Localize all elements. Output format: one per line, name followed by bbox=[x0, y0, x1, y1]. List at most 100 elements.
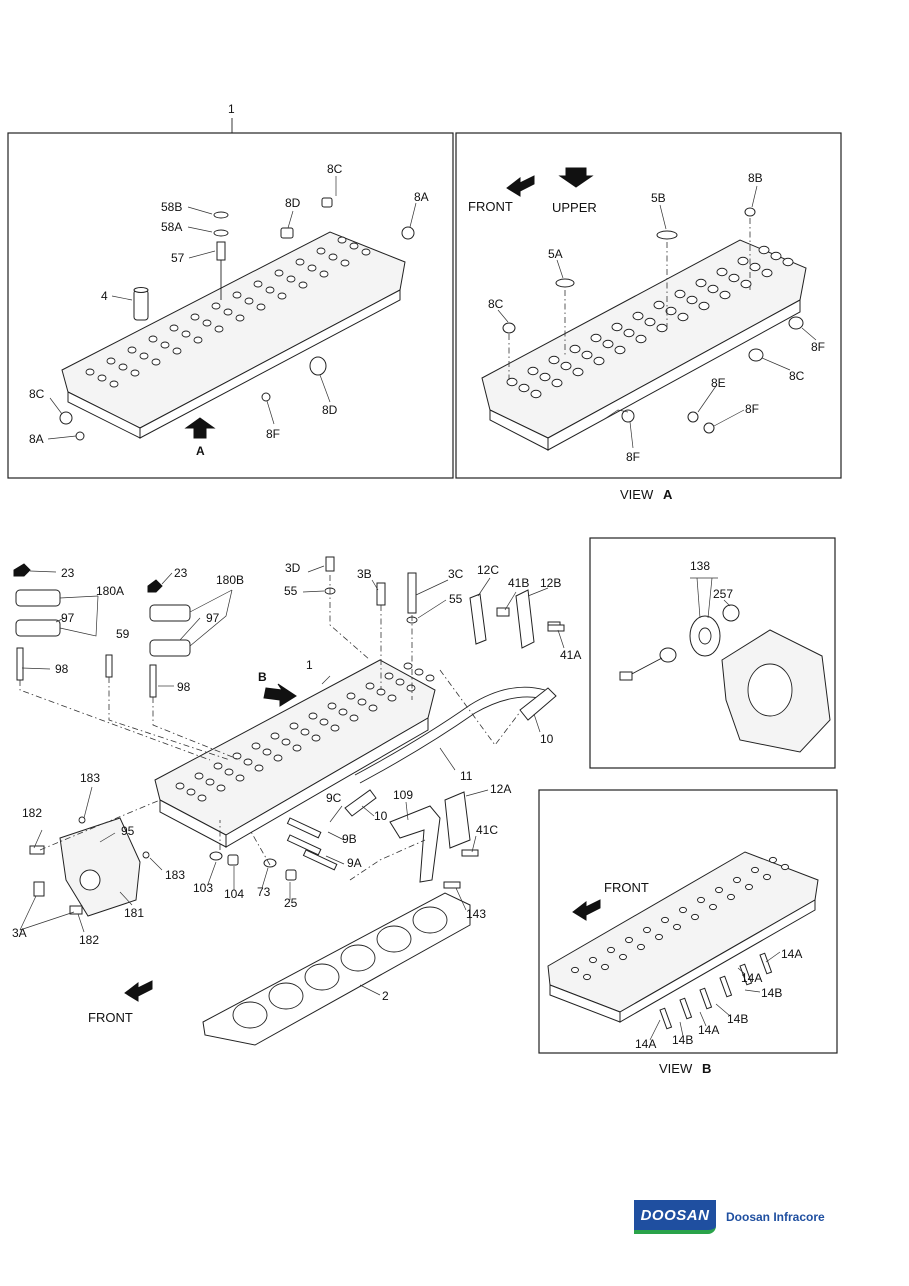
head-hole bbox=[607, 946, 615, 954]
head-hole bbox=[330, 724, 340, 732]
callout-25: 25 bbox=[284, 896, 298, 910]
callout-55-left: 55 bbox=[284, 584, 298, 598]
head-hole bbox=[232, 291, 242, 299]
front-arrow-lower-icon bbox=[124, 980, 153, 1002]
head-hole bbox=[307, 264, 317, 272]
head-hole bbox=[273, 754, 283, 762]
head-hole bbox=[737, 256, 749, 266]
head-hole bbox=[262, 748, 272, 756]
upper-label: UPPER bbox=[552, 200, 597, 215]
head-hole bbox=[319, 718, 329, 726]
head-hole bbox=[277, 292, 287, 300]
head-hole bbox=[130, 369, 140, 377]
head-hole bbox=[361, 248, 371, 256]
callout-143: 143 bbox=[466, 907, 486, 921]
gasket-bore bbox=[268, 982, 304, 1010]
callout-14A-3: 14A bbox=[698, 1023, 719, 1037]
head-hole bbox=[655, 933, 663, 941]
head-hole bbox=[548, 355, 560, 365]
head-hole bbox=[286, 275, 296, 283]
head-hole bbox=[175, 782, 185, 790]
callout-98-left: 98 bbox=[55, 662, 69, 676]
callout-11: 11 bbox=[460, 769, 473, 783]
callout-8F-right: 8F bbox=[811, 340, 825, 354]
head-hole bbox=[697, 896, 705, 904]
head-hole bbox=[637, 943, 645, 951]
head-hole bbox=[85, 368, 95, 376]
callout-5B: 5B bbox=[651, 191, 666, 205]
head-hole bbox=[340, 259, 350, 267]
callout-9C: 9C bbox=[326, 791, 342, 805]
callout-109: 109 bbox=[393, 788, 413, 802]
head-hole bbox=[316, 247, 326, 255]
callout-14B-2: 14B bbox=[727, 1012, 748, 1026]
view-b-arrow-label: B bbox=[258, 670, 267, 684]
head-hole bbox=[727, 893, 735, 901]
head-hole bbox=[740, 279, 752, 289]
callout-8C-lower: 8C bbox=[29, 387, 45, 401]
head-hole bbox=[770, 251, 782, 261]
head-hole bbox=[581, 350, 593, 360]
head-hole bbox=[319, 270, 329, 278]
head-hole bbox=[308, 712, 318, 720]
panel-head-assembly: 1 8C bbox=[7, 102, 454, 479]
head-hole bbox=[384, 672, 394, 680]
head-hole bbox=[265, 286, 275, 294]
callout-180A: 180A bbox=[96, 584, 124, 598]
gasket-bore bbox=[412, 906, 448, 934]
head-hole bbox=[571, 966, 579, 974]
head-hole bbox=[653, 300, 665, 310]
head-hole bbox=[572, 367, 584, 377]
callout-73: 73 bbox=[257, 885, 271, 899]
head-hole bbox=[583, 973, 591, 981]
head-hole bbox=[289, 722, 299, 730]
head-hole bbox=[632, 311, 644, 321]
head-hole bbox=[569, 344, 581, 354]
head-hole bbox=[751, 866, 759, 874]
head-hole bbox=[601, 963, 609, 971]
view-b-caption-letter: B bbox=[702, 1061, 711, 1076]
callout-97-mid: 97 bbox=[206, 611, 220, 625]
callout-182-bottom: 182 bbox=[79, 933, 99, 947]
callout-8F: 8F bbox=[266, 427, 280, 441]
head-hole bbox=[691, 913, 699, 921]
view-a-head-drawing bbox=[481, 239, 807, 451]
panel-timing-gear: 138 257 bbox=[589, 537, 836, 769]
callout-182-top: 182 bbox=[22, 806, 42, 820]
callout-103: 103 bbox=[193, 881, 213, 895]
callout-9B: 9B bbox=[342, 832, 357, 846]
head-hole bbox=[213, 762, 223, 770]
head-hole bbox=[349, 714, 359, 722]
head-hole bbox=[656, 323, 668, 333]
head-hole bbox=[425, 674, 435, 682]
callout-8D-lower: 8D bbox=[322, 403, 338, 417]
callout-59: 59 bbox=[116, 627, 130, 641]
head-hole bbox=[719, 290, 731, 300]
head-hole bbox=[172, 347, 182, 355]
callout-10-mid: 10 bbox=[374, 809, 388, 823]
panel-view-b: FRONT 14A 14A 14B 14B 14A 14B 14A bbox=[538, 789, 838, 1054]
gasket-bore bbox=[232, 1001, 268, 1029]
cylinder-head-drawing bbox=[61, 231, 406, 439]
head-hole bbox=[205, 778, 215, 786]
head-hole bbox=[715, 886, 723, 894]
callout-55-right: 55 bbox=[449, 592, 463, 606]
head-hole bbox=[274, 269, 284, 277]
head-hole bbox=[194, 772, 204, 780]
callout-8A: 8A bbox=[414, 190, 429, 204]
head-hole bbox=[677, 312, 689, 322]
head-hole bbox=[106, 357, 116, 365]
head-hole bbox=[368, 704, 378, 712]
callout-8D: 8D bbox=[285, 196, 301, 210]
front-label: FRONT bbox=[468, 199, 513, 214]
head-hole bbox=[193, 336, 203, 344]
head-hole bbox=[698, 301, 710, 311]
head-hole bbox=[716, 267, 728, 277]
head-hole bbox=[745, 883, 753, 891]
head-hole bbox=[216, 784, 226, 792]
callout-14A-4: 14A bbox=[635, 1037, 656, 1051]
front-label-viewb: FRONT bbox=[604, 880, 649, 895]
callout-41A: 41A bbox=[560, 648, 581, 662]
callout-180B: 180B bbox=[216, 573, 244, 587]
